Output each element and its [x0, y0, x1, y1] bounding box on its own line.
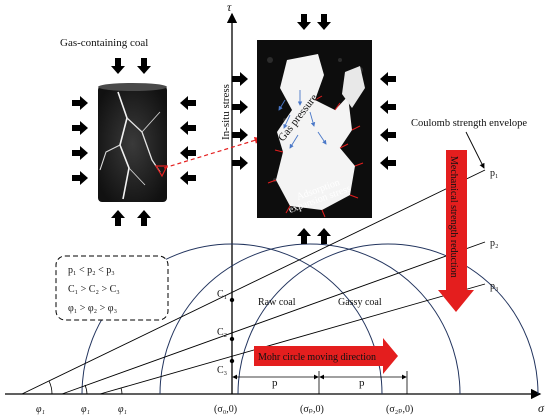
raw-coal-label: Raw coal [258, 297, 296, 308]
coulomb-envelope-label: Coulomb strength envelope [411, 118, 527, 129]
envelope-line-p1 [21, 169, 486, 395]
cohesion-point-c1 [229, 297, 235, 303]
mohr-circle-raw-coal [81, 243, 383, 395]
gas-containing-coal-title: Gas-containing coal [60, 37, 148, 49]
zoom-dashed-line [163, 136, 262, 169]
envelope-line-p2 [61, 241, 486, 395]
x-tick-sigma2p: (σ₂ₚ,0) [386, 404, 413, 415]
strength-reduction-arrow [438, 150, 474, 312]
envelope-line-p3 [99, 283, 486, 395]
gassy-coal-label: Gassy coal [338, 297, 382, 308]
legend-row-2: C₁ > C₂ > C₃ [68, 284, 120, 295]
in-situ-stress-label: In-situ stress [220, 84, 232, 140]
specimen-load-arrows [72, 58, 196, 226]
strength-reduction-label: Mechanical strength reduction [448, 156, 459, 278]
p-interval-label-2: p [359, 377, 365, 389]
cohesion-label-c2: C₂ [217, 327, 227, 338]
coulomb-envelope-pointer [465, 131, 485, 169]
cohesion-label-c3: C₃ [217, 365, 227, 376]
tau-axis-label: τ [227, 0, 232, 14]
sigma-axis-label: σ [538, 401, 545, 415]
adsorption-ticks [267, 95, 364, 218]
envelope-label-p1: p₁ [490, 168, 499, 179]
x-tick-sigmap: (σₚ,0) [300, 404, 324, 415]
mohr-direction-arrow [254, 338, 398, 374]
friction-angle-arc-3 [120, 387, 123, 395]
friction-angle-arc-1 [48, 380, 53, 395]
mohr-circle-gassy-1 [159, 243, 461, 395]
friction-angle-label-3: φ₁ [118, 404, 127, 415]
coal-specimen [98, 83, 167, 202]
mohr-circle-gassy-2 [237, 243, 539, 395]
legend-row-3: φ₁ > φ₂ > φ₃ [68, 303, 117, 314]
friction-angle-label-2: φ₁ [81, 404, 90, 415]
friction-angle-arc-2 [84, 384, 88, 395]
zoom-triangle [154, 165, 168, 178]
legend-row-1: p₁ < p₂ < p₃ [68, 265, 115, 276]
p-interval-label-1: p [272, 377, 278, 389]
cohesion-point-c3 [229, 358, 235, 364]
legend-box [55, 255, 169, 321]
gas-pressure-arrows [278, 90, 327, 149]
envelope-label-p3: p₃ [490, 281, 499, 292]
mohr-direction-label: Mohr circle moving direction [258, 352, 376, 363]
panel-load-arrows [232, 14, 396, 244]
cohesion-point-c2 [229, 336, 235, 342]
friction-angle-label-1: φ₁ [36, 404, 45, 415]
microstructure-panel [257, 40, 372, 218]
cohesion-label-c1: C₁ [217, 289, 227, 300]
x-tick-sigma0: (σ₀,0) [214, 404, 237, 415]
envelope-label-p2: p₂ [490, 238, 499, 249]
